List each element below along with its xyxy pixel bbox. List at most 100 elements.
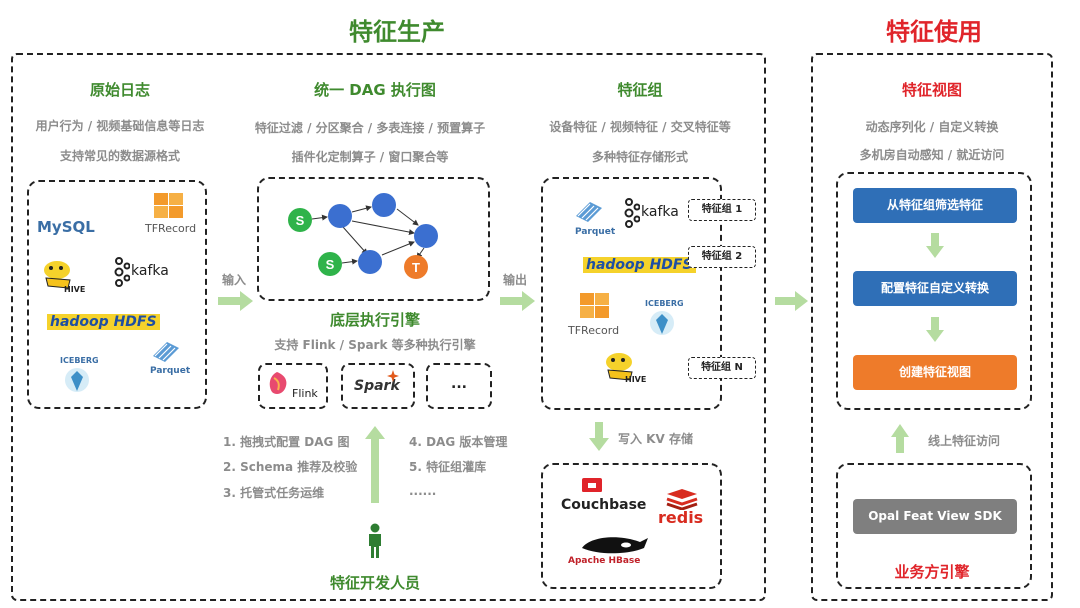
- business-engine-title: 业务方引擎: [894, 563, 970, 581]
- select-features-step: 从特征组筛选特征: [853, 188, 1017, 223]
- developer-label: 特征开发人员: [329, 574, 420, 592]
- dag-node-3: [358, 250, 382, 274]
- fg-hive-label: HIVE: [625, 375, 647, 384]
- step-5: 5. 特征组灌库: [409, 460, 487, 474]
- step-2: 2. Schema 推荐及校验: [223, 460, 358, 474]
- input-arrow: [218, 291, 253, 311]
- feature-group-tag-2: 特征组 2: [688, 246, 756, 268]
- tfrecord-icon: [154, 193, 183, 218]
- parquet-label: Parquet: [150, 366, 191, 376]
- flink-icon: [269, 372, 287, 394]
- dag-node-t-label: T: [412, 260, 420, 275]
- write-kv-label: 写入 KV 存储: [618, 432, 693, 446]
- developer-up-arrow: [365, 426, 385, 503]
- fg-parquet-icon: [576, 202, 602, 222]
- fg-iceberg-icon: [650, 311, 674, 335]
- feature-group-title: 特征组: [617, 81, 663, 99]
- fg-kafka-icon: [624, 198, 640, 228]
- raw-logs-desc2: 支持常见的数据源格式: [59, 149, 180, 163]
- dag-node-s1: [288, 208, 312, 232]
- business-engine-box: [836, 463, 1032, 589]
- dag-title: 统一 DAG 执行图: [314, 81, 436, 99]
- production-title: 特征生产: [349, 18, 445, 46]
- iceberg-label: ICEBERG: [60, 356, 99, 365]
- feature-group-box: [541, 177, 722, 410]
- create-view-step: 创建特征视图: [853, 355, 1017, 390]
- dag-node-s2: [318, 252, 342, 276]
- step-4: 4. DAG 版本管理: [409, 435, 508, 449]
- feature-view-desc1: 动态序列化 / 自定义转换: [865, 120, 999, 134]
- usage-frame: [811, 53, 1053, 601]
- online-access-label: 线上特征访问: [928, 434, 1001, 448]
- engine-desc: 支持 Flink / Spark 等多种执行引擎: [274, 338, 476, 352]
- engine-title: 底层执行引擎: [329, 311, 420, 329]
- feature-group-desc2: 多种特征存储形式: [591, 150, 688, 164]
- feature-view-title: 特征视图: [901, 81, 962, 99]
- hive-icon: [44, 261, 71, 289]
- hbase-orca-icon: [582, 537, 648, 554]
- dag-node-s1-label: S: [296, 213, 305, 228]
- production-frame: [11, 53, 766, 601]
- dag-graph: S S T: [288, 193, 438, 279]
- fg-iceberg-label: ICEBERG: [645, 299, 684, 308]
- dag-desc2: 插件化定制算子 / 窗口聚合等: [291, 150, 449, 164]
- parquet-icon: [153, 342, 179, 362]
- usage-title: 特征使用: [886, 18, 982, 46]
- online-access-arrow: [891, 424, 909, 453]
- couchbase-label: Couchbase: [561, 497, 647, 513]
- output-arrow: [500, 291, 535, 311]
- hadoop-label: hadoop HDFS: [47, 314, 160, 330]
- more-engines-label: ...: [451, 376, 467, 392]
- dag-node-1: [328, 204, 352, 228]
- feature-group-desc1: 设备特征 / 视频特征 / 交叉特征等: [549, 120, 731, 134]
- raw-logs-desc1: 用户行为 / 视频基础信息等日志: [35, 119, 205, 133]
- fg-hadoop-label: hadoop HDFS: [583, 257, 696, 273]
- input-label: 输入: [222, 273, 247, 287]
- config-transform-step: 配置特征自定义转换: [853, 271, 1017, 306]
- raw-logs-box: [27, 180, 207, 409]
- flink-box: [258, 363, 328, 409]
- couchbase-icon: [582, 478, 602, 492]
- feature-group-tag-1: 特征组 1: [688, 199, 756, 221]
- feature-view-box: [836, 172, 1032, 410]
- dag-node-t: [404, 255, 428, 279]
- more-engines-box: [426, 363, 492, 409]
- flink-label: Flink: [292, 387, 318, 400]
- iceberg-icon: [65, 368, 89, 392]
- dag-node-2: [372, 193, 396, 217]
- output-label: 输出: [503, 273, 528, 287]
- spark-label: Spark: [354, 378, 400, 394]
- hbase-label: Apache HBase: [568, 556, 641, 566]
- mysql-logo: MySQL: [37, 218, 95, 236]
- redis-icon: [666, 489, 698, 510]
- fv-down-arrow-2: [926, 317, 944, 342]
- kafka-label: kafka: [131, 263, 169, 279]
- kv-store-box: [541, 463, 722, 589]
- developer-icon: [369, 523, 381, 558]
- fg-hive-icon: [606, 353, 633, 381]
- step-more: ......: [409, 484, 437, 498]
- fg-tfrecord-label: TFRecord: [568, 324, 620, 337]
- kafka-icon: [114, 257, 130, 287]
- dag-node-s2-label: S: [326, 257, 335, 272]
- fg-parquet-label: Parquet: [575, 227, 616, 237]
- feature-group-tag-n: 特征组 N: [688, 357, 756, 379]
- to-usage-arrow: [775, 291, 808, 311]
- fg-tfrecord-icon: [580, 293, 609, 318]
- step-1: 1. 拖拽式配置 DAG 图: [223, 435, 350, 449]
- spark-box: [341, 363, 415, 409]
- fv-down-arrow-1: [926, 233, 944, 258]
- redis-label: redis: [658, 508, 704, 527]
- tfrecord-label: TFRecord: [145, 222, 197, 235]
- fg-kafka-label: kafka: [641, 204, 679, 220]
- dag-box: [257, 177, 490, 301]
- dag-desc1: 特征过滤 / 分区聚合 / 多表连接 / 预置算子: [254, 121, 486, 135]
- step-3: 3. 托管式任务运维: [223, 486, 325, 500]
- sdk-box: Opal Feat View SDK: [853, 499, 1017, 534]
- spark-star-icon: [387, 370, 399, 382]
- write-kv-arrow: [589, 422, 609, 451]
- hive-label: HIVE: [64, 285, 86, 294]
- feature-view-desc2: 多机房自动感知 / 就近访问: [859, 148, 1005, 162]
- raw-logs-title: 原始日志: [89, 81, 150, 99]
- dag-node-4: [414, 224, 438, 248]
